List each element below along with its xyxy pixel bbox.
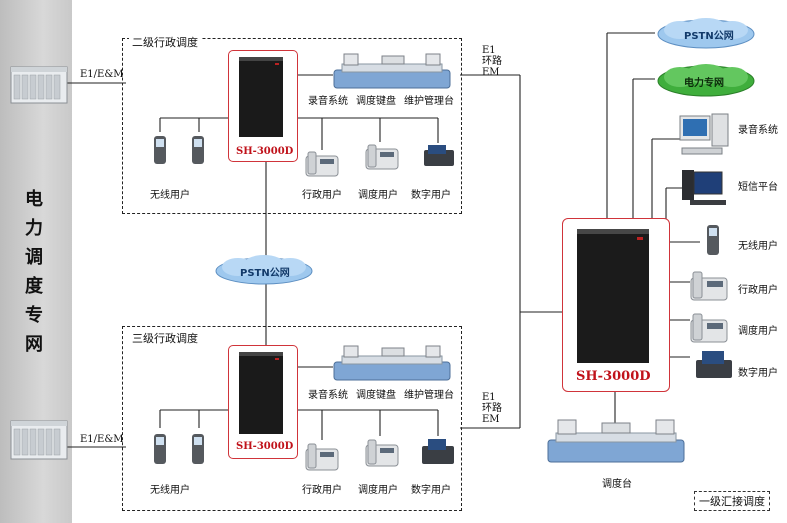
right-label-digital: 数字用户 — [738, 368, 778, 379]
admin-user-label-level2: 行政用户 — [302, 190, 342, 201]
desk-phone-icon — [304, 442, 340, 472]
ring-label-bottom: E1 环路 EM — [482, 392, 502, 425]
switch-level3-label: SH-3000D — [236, 441, 294, 452]
ring-label-line: E1 — [482, 392, 496, 403]
computer-icon — [678, 112, 732, 158]
wireless-user-label-level2: 无线用户 — [150, 190, 190, 201]
sidebar-char: 调 — [25, 247, 43, 268]
console-level1 — [544, 418, 688, 468]
digital-phone-icon — [694, 350, 734, 380]
zone-level3-label: 三级行政调度 — [129, 330, 201, 346]
sidebar-char: 度 — [25, 276, 43, 297]
e1-em-label-top: E1/E&M — [80, 69, 124, 80]
console-level2-label-3: 维护管理台 — [404, 96, 454, 107]
admin-user-label-level3: 行政用户 — [302, 485, 342, 496]
desk-phone-icon — [364, 143, 400, 171]
zone-level3 — [122, 326, 462, 511]
ring-label-line: EM — [482, 67, 500, 78]
desk-phone-icon — [689, 312, 729, 344]
right-label-recording: 录音系统 — [738, 125, 778, 136]
ring-label-line: EM — [482, 414, 500, 425]
desk-phone-icon — [364, 438, 400, 468]
ring-label-line: E1 — [482, 45, 496, 56]
zone-level2 — [122, 38, 462, 214]
sidebar-title: 电 力 调 度 专 网 — [14, 185, 54, 359]
pstn-cloud-right — [654, 16, 758, 50]
pstn-cloud-middle — [212, 254, 316, 286]
desk-phone-icon — [689, 270, 729, 302]
computer-icon — [680, 168, 730, 208]
ring-label-top: E1 环路 EM — [482, 45, 502, 78]
console-level3-label-2: 调度键盘 — [356, 390, 396, 401]
left-rack-device-bottom — [10, 420, 68, 460]
console-level2 — [332, 52, 452, 94]
pstn-cloud-right-label: PSTN公网 — [684, 31, 734, 42]
mobile-phone-icon — [700, 223, 726, 257]
switch-level2-label: SH-3000D — [236, 146, 294, 157]
power-network-cloud — [654, 62, 758, 98]
console-level3 — [332, 344, 452, 386]
wireless-user-label-level3: 无线用户 — [150, 485, 190, 496]
sidebar-char: 力 — [25, 218, 43, 239]
right-label-dispatch: 调度用户 — [738, 326, 778, 337]
ring-label-line: 环路 — [482, 56, 502, 67]
mobile-phone-icon — [148, 432, 172, 466]
sidebar-char: 网 — [25, 334, 43, 355]
switch-level3 — [228, 345, 298, 459]
power-network-cloud-label: 电力专网 — [684, 78, 724, 89]
dispatch-user-label-level2: 调度用户 — [358, 190, 398, 201]
mobile-phone-icon — [186, 134, 210, 166]
sidebar-char: 电 — [25, 189, 43, 210]
right-label-wireless: 无线用户 — [738, 241, 778, 252]
right-label-admin: 行政用户 — [738, 285, 778, 296]
zone-level1-label: 一级汇接调度 — [694, 491, 770, 511]
digital-user-label-level3: 数字用户 — [411, 485, 451, 496]
mobile-phone-icon — [148, 134, 172, 166]
left-rack-device-top — [10, 66, 68, 104]
console-level2-label-1: 录音系统 — [308, 96, 348, 107]
pstn-cloud-middle-label: PSTN公网 — [240, 268, 290, 279]
console-level1-label: 调度台 — [602, 479, 632, 490]
console-level2-label-2: 调度键盘 — [356, 96, 396, 107]
console-level3-label-1: 录音系统 — [308, 390, 348, 401]
digital-user-label-level2: 数字用户 — [411, 190, 451, 201]
switch-level1-label: SH-3000D — [576, 369, 651, 384]
e1-em-label-bottom: E1/E&M — [80, 434, 124, 445]
console-level3-label-3: 维护管理台 — [404, 390, 454, 401]
zone-level2-label: 二级行政调度 — [129, 34, 201, 50]
right-label-sms: 短信平台 — [738, 182, 778, 193]
dispatch-user-label-level3: 调度用户 — [358, 485, 398, 496]
switch-level2 — [228, 50, 298, 162]
desk-phone-icon — [304, 150, 340, 178]
mobile-phone-icon — [186, 432, 210, 466]
digital-phone-icon — [420, 438, 456, 466]
sidebar-char: 专 — [25, 305, 43, 326]
digital-phone-icon — [422, 144, 456, 168]
ring-label-line: 环路 — [482, 403, 502, 414]
switch-level1 — [562, 218, 670, 392]
